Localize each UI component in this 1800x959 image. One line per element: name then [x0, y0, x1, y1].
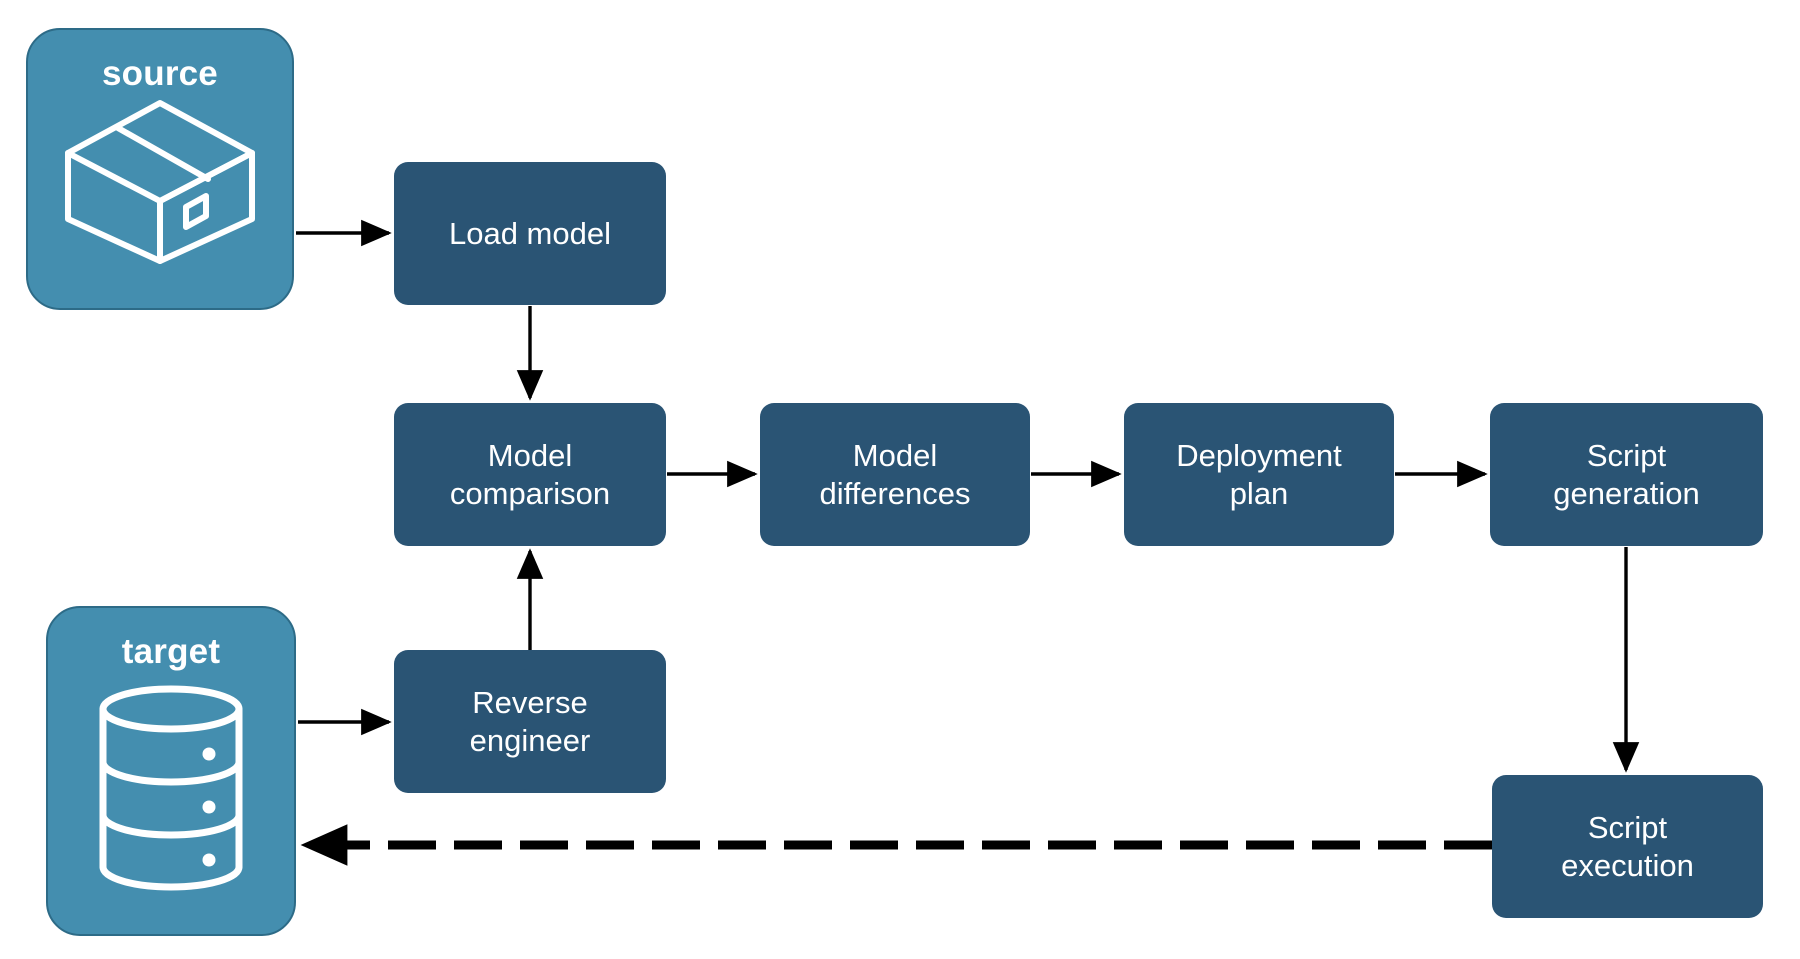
node-load-model[interactable]: Load model: [394, 162, 666, 305]
node-deployment-plan[interactable]: Deployment plan: [1124, 403, 1394, 546]
package-box-icon: [65, 100, 255, 264]
endpoint-target-label: target: [121, 632, 221, 671]
node-reverse-engineer[interactable]: Reverse engineer: [394, 650, 666, 793]
node-model-comparison-label: Model comparison: [449, 438, 611, 511]
node-model-differences-label: Model differences: [819, 438, 971, 511]
node-script-execution-label: Script execution: [1561, 810, 1694, 883]
node-deployment-plan-label: Deployment plan: [1176, 438, 1342, 511]
endpoint-target[interactable]: target: [46, 606, 296, 936]
endpoint-source[interactable]: source: [26, 28, 294, 310]
node-script-generation-label: Script generation: [1553, 438, 1700, 511]
node-script-generation[interactable]: Script generation: [1490, 403, 1763, 546]
node-load-model-label: Load model: [448, 215, 611, 251]
database-cylinder-icon: [99, 685, 243, 891]
node-reverse-engineer-label: Reverse engineer: [469, 685, 591, 758]
node-script-execution[interactable]: Script execution: [1492, 775, 1763, 918]
node-model-comparison[interactable]: Model comparison: [394, 403, 666, 546]
node-model-differences[interactable]: Model differences: [760, 403, 1030, 546]
endpoint-source-label: source: [102, 54, 218, 93]
